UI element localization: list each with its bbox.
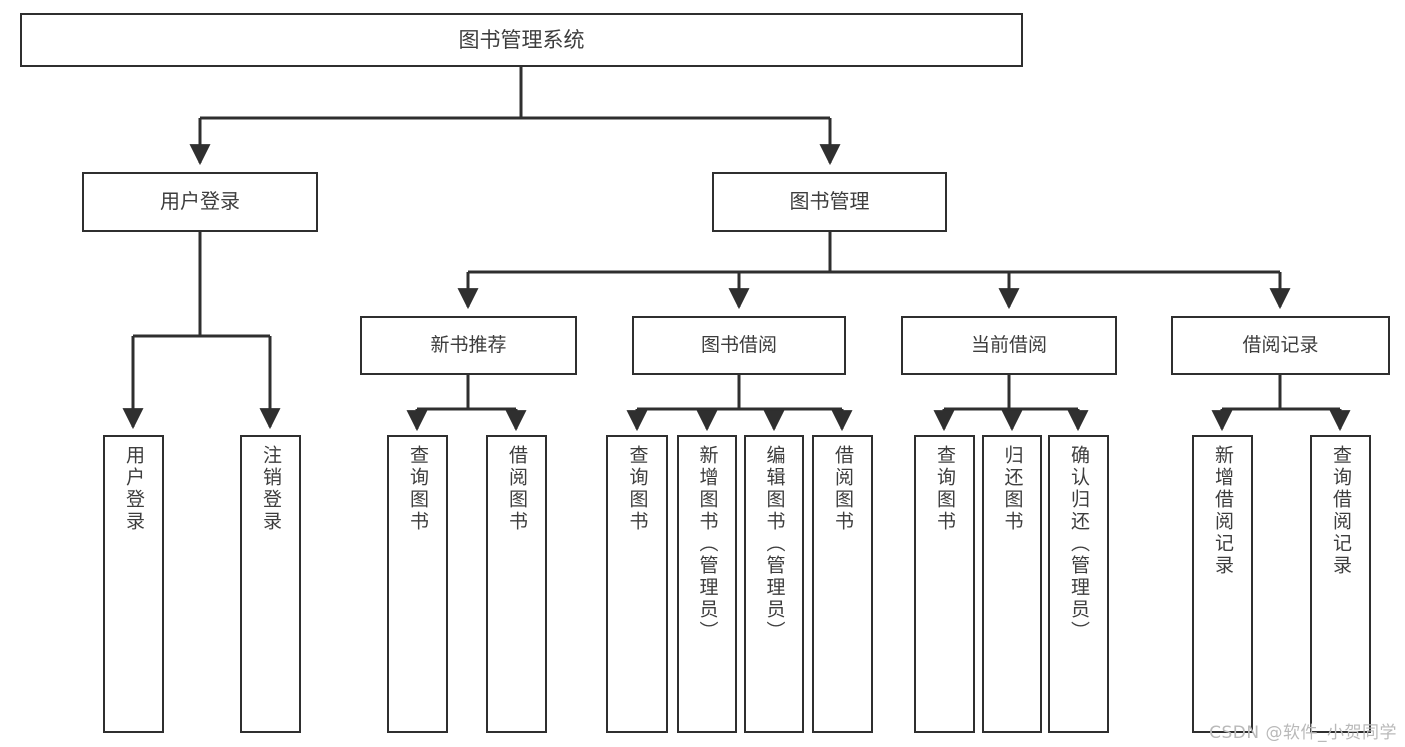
leaf-recommend-query-book[interactable]: 查询图书 [387, 435, 448, 733]
leaf-borrow-borrow-book[interactable]: 借阅图书 [812, 435, 873, 733]
node-label: 归还图书 [1001, 445, 1024, 533]
leaf-borrow-add-book-admin[interactable]: 新增图书（管理员） [677, 435, 737, 733]
node-label: 借阅记录 [1242, 334, 1319, 357]
node-label: 用户登录 [160, 189, 240, 214]
node-label: 新增图书（管理员） [696, 445, 719, 643]
node-label: 图书借阅 [700, 334, 777, 357]
node-label: 借阅图书 [506, 445, 528, 533]
node-label: 新增借阅记录 [1212, 445, 1234, 577]
node-label: 借阅图书 [832, 445, 854, 533]
node-borrow-record[interactable]: 借阅记录 [1171, 316, 1390, 375]
node-root-system[interactable]: 图书管理系统 [20, 13, 1023, 67]
leaf-recommend-borrow-book[interactable]: 借阅图书 [486, 435, 547, 733]
watermark: CSDN @软件_小贺同学 [1209, 723, 1397, 743]
leaf-borrow-edit-book-admin[interactable]: 编辑图书（管理员） [744, 435, 804, 733]
node-book-borrow[interactable]: 图书借阅 [632, 316, 846, 375]
node-user-login[interactable]: 用户登录 [82, 172, 318, 232]
leaf-user-login-signin[interactable]: 用户登录 [103, 435, 164, 733]
node-label: 新书推荐 [430, 334, 507, 357]
leaf-user-login-signout[interactable]: 注销登录 [240, 435, 301, 733]
node-new-book-recommend[interactable]: 新书推荐 [360, 316, 577, 375]
node-label: 当前借阅 [970, 334, 1047, 357]
node-book-management[interactable]: 图书管理 [712, 172, 947, 232]
leaf-current-return-book[interactable]: 归还图书 [982, 435, 1042, 733]
leaf-borrow-query-book[interactable]: 查询图书 [606, 435, 668, 733]
leaf-record-add-borrow-record[interactable]: 新增借阅记录 [1192, 435, 1253, 733]
node-label: 图书管理系统 [458, 27, 585, 52]
leaf-current-confirm-return-admin[interactable]: 确认归还（管理员） [1048, 435, 1109, 733]
node-label: 查询图书 [934, 445, 956, 533]
node-label: 查询借阅记录 [1330, 445, 1352, 577]
node-label: 图书管理 [789, 189, 870, 214]
node-label: 注销登录 [260, 445, 282, 533]
node-label: 确认归还（管理员） [1068, 445, 1090, 643]
node-current-borrow[interactable]: 当前借阅 [901, 316, 1117, 375]
leaf-record-query-borrow-record[interactable]: 查询借阅记录 [1310, 435, 1371, 733]
leaf-current-query-book[interactable]: 查询图书 [914, 435, 975, 733]
node-label: 编辑图书（管理员） [763, 445, 786, 643]
node-label: 用户登录 [123, 445, 145, 533]
node-label: 查询图书 [407, 445, 429, 533]
node-label: 查询图书 [626, 445, 649, 533]
